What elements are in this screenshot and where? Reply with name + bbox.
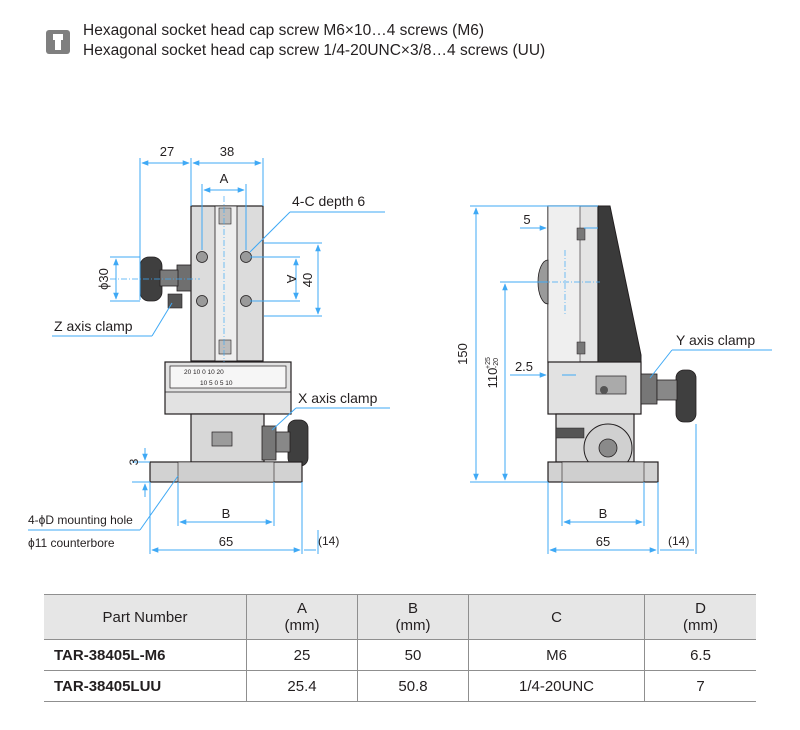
header-a: A(mm) [246,594,358,640]
cell-b: 50.8 [357,670,469,702]
table-row: TAR-38405L-M6 25 50 M6 6.5 [44,639,756,671]
dim-38: 38 [220,144,234,159]
cell-c: 1/4-20UNC [468,670,645,702]
dim-65-side: 65 [596,534,610,549]
cell-part-number: TAR-38405LUU [44,670,247,702]
dim-5: 5 [523,212,530,227]
label-z-axis-clamp: Z axis clamp [54,318,133,334]
screw-icon [46,30,70,54]
label-mounting-hole: 4-ϕD mounting hole [28,513,133,527]
dim-110-tol-upper: +25 [485,357,492,369]
dim-40: 40 [300,273,315,287]
front-view: 20 10 0 10 20 10 5 0 5 10 [28,144,390,554]
dim-2-5: 2.5 [515,359,533,374]
side-view: 5 150 110 +25 -20 2.5 Y axis clamp B 65 … [455,205,772,554]
dim-b-side: B [599,506,608,521]
table-header-row: Part Number A(mm) B(mm) C D(mm) [44,594,756,640]
cell-d: 6.5 [644,639,756,671]
cell-a: 25 [246,639,358,671]
z-axis-clamp-knob [139,256,192,309]
header-b: B(mm) [357,594,469,640]
dimension-table: Part Number A(mm) B(mm) C D(mm) TAR-3840… [44,594,756,702]
technical-drawing: 20 10 0 10 20 10 5 0 5 10 [28,144,772,554]
note-uu: Hexagonal socket head cap screw 1/4-20UN… [83,42,546,59]
dim-3: 3 [127,458,141,465]
scale-top-text: 20 10 0 10 20 [184,369,224,376]
scale-bottom-text: 10 5 0 5 10 [200,380,233,387]
dim-14-front: (14) [318,534,339,548]
cell-d: 7 [644,670,756,702]
mounting-hole-pattern [196,251,252,307]
note-m6: Hexagonal socket head cap screw M6×10…4 … [83,22,485,39]
dim-a-top: A [220,171,229,186]
dim-a-side: A [284,275,299,284]
header-c: C [468,594,645,640]
dim-110-tol-lower: -20 [493,358,500,368]
cell-b: 50 [357,639,469,671]
header-d: D(mm) [644,594,756,640]
label-y-axis-clamp: Y axis clamp [676,332,755,348]
dim-150: 150 [455,343,470,365]
dim-65-front: 65 [219,534,233,549]
y-axis-clamp-knob [640,369,697,423]
table-row: TAR-38405LUU 25.4 50.8 1/4-20UNC 7 [44,670,756,702]
dim-14-side: (14) [668,534,689,548]
label-counterbore: ϕ11 counterbore [28,536,115,550]
dim-phi30: ϕ30 [96,268,111,290]
x-axis-clamp-knob [261,419,309,467]
cell-c: M6 [468,639,645,671]
label-x-axis-clamp: X axis clamp [298,390,378,406]
cell-a: 25.4 [246,670,358,702]
cell-part-number: TAR-38405L-M6 [44,639,247,671]
header-part-number: Part Number [44,594,247,640]
dim-b-front: B [222,506,231,521]
dim-110: 110 [485,368,500,389]
dim-27: 27 [160,144,174,159]
label-4c-depth: 4-C depth 6 [292,193,365,209]
